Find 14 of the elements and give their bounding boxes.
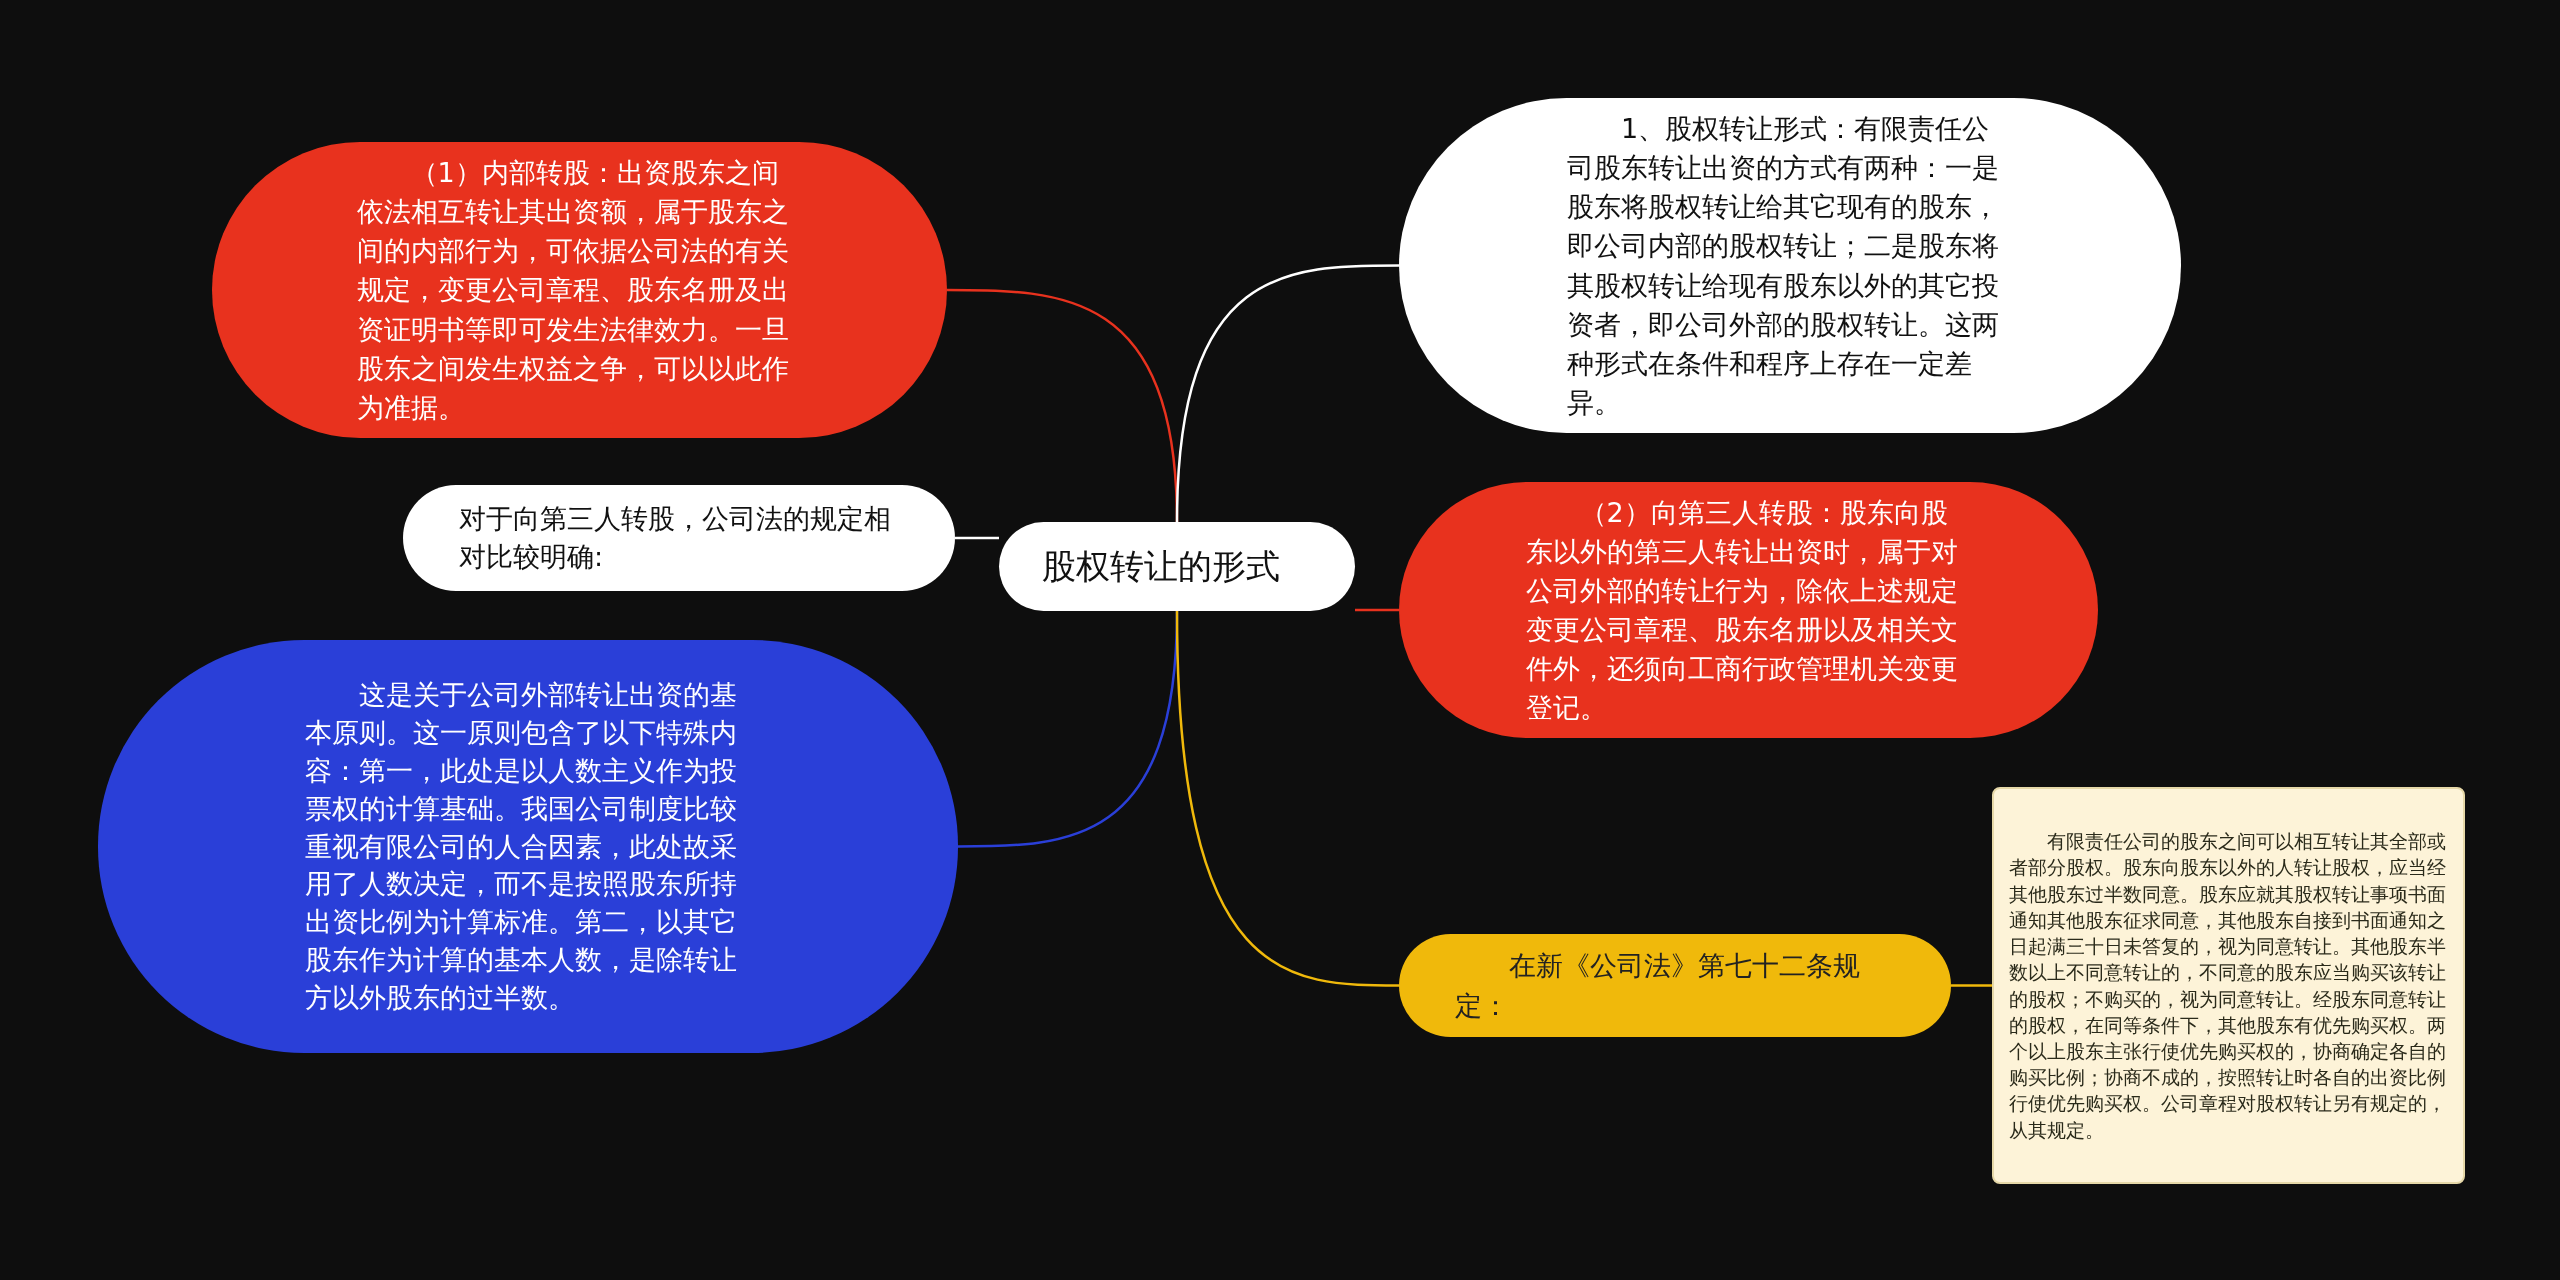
connector-line (1355, 608, 1399, 612)
connector-line (1951, 984, 1992, 987)
connector-line (1175, 610, 1399, 987)
node-text: 对于向第三人转股，公司法的规定相对比较明确: (459, 502, 892, 574)
node-text: 这是关于公司外部转让出资的基本原则。这一原则包含了以下特殊内容：第一，此处是以人数主义作为投票权的计算基础。我国公司制度比较重视有限公司的人合因素，此处故采用了人数决定，而不是按照股东所持出资比例为计算标准。第二，以其它股东作为计算的基本人数，是除转让方以外股东的过半数。 (305, 678, 738, 1015)
connector-line (1175, 264, 1399, 523)
node-text: 1、股权转让形式：有限责任公司股东转让出资的方式有两种：一是股东将股权转让给其它现有的股东，即公司内部的股权转让；二是股东将其股权转让给现有股东以外的其它投资者，即公司外部的股权转让。这两种形式在条件和程序上存在一定差异。 (1567, 111, 2000, 420)
node-text: 有限责任公司的股东之间可以相互转让其全部或者部分股权。股东向股东以外的人转让股权，应当经其他股东过半数同意。股东应就其股权转让事项书面通知其他股东征求同意，其他股东自接到书面通知之日起满三十日未答复的，视为同意转让。其他股东半数以上不同意转让的，不同意的股东应当购买该转让的股权；不购买的，视为同意转让。经股东同意转让的股权，在同等条件下，其他股东有优先购买权。两个以上股东主张行使优先购买权的，协商确定各自的购买比例；协商不成的，按照转让时各自的出资比例行使优先购买权。公司章程对股权转让另有规定的，从其规定。 (2008, 829, 2447, 1143)
topic-text: 股权转让的形式 (1042, 545, 1281, 589)
note-card (1992, 787, 2465, 1184)
node-text: （1）内部转股：出资股东之间依法相互转让其出资额，属于股东之间的内部行为，可依据公司法的有关规定，变更公司章程、股东名册及出资证明书等即可发生法律效力。一旦股东之间发生权益之争，可以以此作为准据。 (356, 156, 790, 425)
node-text: （2）向第三人转股：股东向股东以外的第三人转让出资时，属于对公司外部的转让行为，除依上述规定变更公司章程、股东名册以及相关文件外，还须向工商行政管理机关变更登记。 (1525, 495, 1959, 726)
connector-line (955, 536, 999, 540)
node-text: 在新《公司法》第七十二条规定： (1455, 949, 1861, 1023)
